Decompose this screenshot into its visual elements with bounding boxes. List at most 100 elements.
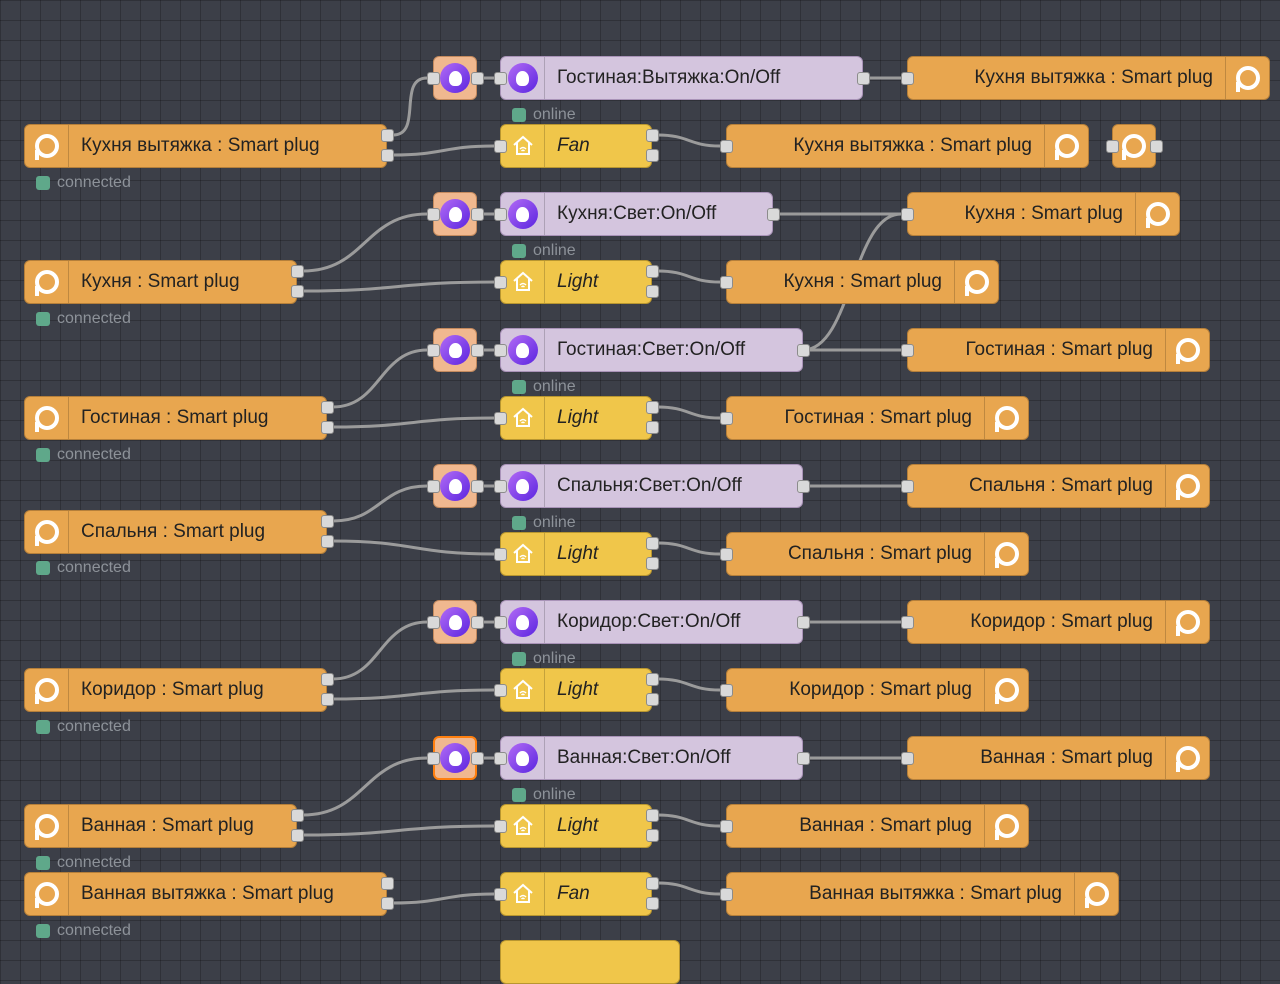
input-port[interactable]: [494, 344, 507, 357]
alice-device-node-3[interactable]: Спальня:Свет:On/Off: [500, 464, 803, 508]
output-port[interactable]: [646, 129, 659, 142]
input-port[interactable]: [901, 208, 914, 221]
homekit-node-2[interactable]: Light: [500, 396, 652, 440]
left-plug-node-6[interactable]: Ванная вытяжка : Smart plug: [24, 872, 387, 916]
alice-device-node-0[interactable]: Гостиная:Вытяжка:On/Off: [500, 56, 863, 100]
out-top-node-5[interactable]: Ванная : Smart plug: [907, 736, 1210, 780]
input-port[interactable]: [494, 480, 507, 493]
output-port[interactable]: [321, 401, 334, 414]
input-port[interactable]: [901, 616, 914, 629]
input-port[interactable]: [494, 412, 507, 425]
left-plug-node-3[interactable]: Спальня : Smart plug: [24, 510, 327, 554]
input-port[interactable]: [494, 208, 507, 221]
input-port[interactable]: [494, 820, 507, 833]
out-mid-node-4[interactable]: Коридор : Smart plug: [726, 668, 1029, 712]
output-port[interactable]: [471, 208, 484, 221]
alice-in-node-5[interactable]: [433, 736, 477, 780]
alice-device-node-2[interactable]: Гостиная:Свет:On/Off: [500, 328, 803, 372]
out-top-node-1[interactable]: Кухня : Smart plug: [907, 192, 1180, 236]
input-port[interactable]: [901, 752, 914, 765]
output-port[interactable]: [471, 480, 484, 493]
output-port[interactable]: [797, 616, 810, 629]
output-port[interactable]: [471, 344, 484, 357]
output-port[interactable]: [646, 285, 659, 298]
input-port[interactable]: [427, 72, 440, 85]
output-port[interactable]: [291, 829, 304, 842]
input-port[interactable]: [494, 72, 507, 85]
output-port[interactable]: [291, 809, 304, 822]
output-port[interactable]: [646, 537, 659, 550]
homekit-node-0[interactable]: Fan: [500, 124, 652, 168]
out-mid-node-2[interactable]: Гостиная : Smart plug: [726, 396, 1029, 440]
homekit-node-1[interactable]: Light: [500, 260, 652, 304]
input-port[interactable]: [720, 412, 733, 425]
output-port[interactable]: [381, 149, 394, 162]
output-port[interactable]: [291, 265, 304, 278]
input-port[interactable]: [901, 480, 914, 493]
output-port[interactable]: [321, 515, 334, 528]
input-port[interactable]: [1106, 140, 1119, 153]
input-port[interactable]: [720, 888, 733, 901]
input-port[interactable]: [720, 140, 733, 153]
out-top-node-0[interactable]: Кухня вытяжка : Smart plug: [907, 56, 1270, 100]
alice-in-node-1[interactable]: [433, 192, 477, 236]
input-port[interactable]: [720, 820, 733, 833]
output-port[interactable]: [646, 265, 659, 278]
input-port[interactable]: [494, 548, 507, 561]
input-port[interactable]: [427, 616, 440, 629]
alice-in-node-2[interactable]: [433, 328, 477, 372]
output-port[interactable]: [646, 149, 659, 162]
out-mid-node-0[interactable]: Кухня вытяжка : Smart plug: [726, 124, 1089, 168]
homekit-node-5[interactable]: Light: [500, 804, 652, 848]
input-port[interactable]: [720, 548, 733, 561]
output-port[interactable]: [381, 897, 394, 910]
left-plug-node-1[interactable]: Кухня : Smart plug: [24, 260, 297, 304]
output-port[interactable]: [797, 480, 810, 493]
alice-device-node-4[interactable]: Коридор:Свет:On/Off: [500, 600, 803, 644]
output-port[interactable]: [646, 401, 659, 414]
input-port[interactable]: [427, 344, 440, 357]
output-port[interactable]: [646, 673, 659, 686]
output-port[interactable]: [646, 809, 659, 822]
output-port[interactable]: [646, 693, 659, 706]
output-port[interactable]: [857, 72, 870, 85]
output-port[interactable]: [646, 557, 659, 570]
output-port[interactable]: [321, 535, 334, 548]
output-port[interactable]: [471, 72, 484, 85]
out-top-node-2[interactable]: Гостиная : Smart plug: [907, 328, 1210, 372]
homekit-node-6[interactable]: Fan: [500, 872, 652, 916]
output-port[interactable]: [321, 693, 334, 706]
output-port[interactable]: [767, 208, 780, 221]
left-plug-node-4[interactable]: Коридор : Smart plug: [24, 668, 327, 712]
alice-in-node-0[interactable]: [433, 56, 477, 100]
input-port[interactable]: [494, 888, 507, 901]
output-port[interactable]: [646, 421, 659, 434]
input-port[interactable]: [494, 616, 507, 629]
output-port[interactable]: [1150, 140, 1163, 153]
out-top-node-4[interactable]: Коридор : Smart plug: [907, 600, 1210, 644]
out-mid-node-6[interactable]: Ванная вытяжка : Smart plug: [726, 872, 1119, 916]
input-port[interactable]: [720, 684, 733, 697]
output-port[interactable]: [797, 344, 810, 357]
left-plug-node-2[interactable]: Гостиная : Smart plug: [24, 396, 327, 440]
output-port[interactable]: [321, 421, 334, 434]
output-port[interactable]: [646, 897, 659, 910]
output-port[interactable]: [321, 673, 334, 686]
homekit-node-3[interactable]: Light: [500, 532, 652, 576]
output-port[interactable]: [381, 129, 394, 142]
output-port[interactable]: [291, 285, 304, 298]
input-port[interactable]: [427, 208, 440, 221]
left-plug-node-5[interactable]: Ванная : Smart plug: [24, 804, 297, 848]
input-port[interactable]: [494, 140, 507, 153]
input-port[interactable]: [901, 72, 914, 85]
input-port[interactable]: [427, 752, 440, 765]
alice-device-node-5[interactable]: Ванная:Свет:On/Off: [500, 736, 803, 780]
input-port[interactable]: [494, 684, 507, 697]
out-mid-node-5[interactable]: Ванная : Smart plug: [726, 804, 1029, 848]
output-port[interactable]: [646, 829, 659, 842]
output-port[interactable]: [797, 752, 810, 765]
input-port[interactable]: [720, 276, 733, 289]
left-plug-node-0[interactable]: Кухня вытяжка : Smart plug: [24, 124, 387, 168]
output-port[interactable]: [646, 877, 659, 890]
homekit-node-partial[interactable]: [500, 940, 680, 984]
